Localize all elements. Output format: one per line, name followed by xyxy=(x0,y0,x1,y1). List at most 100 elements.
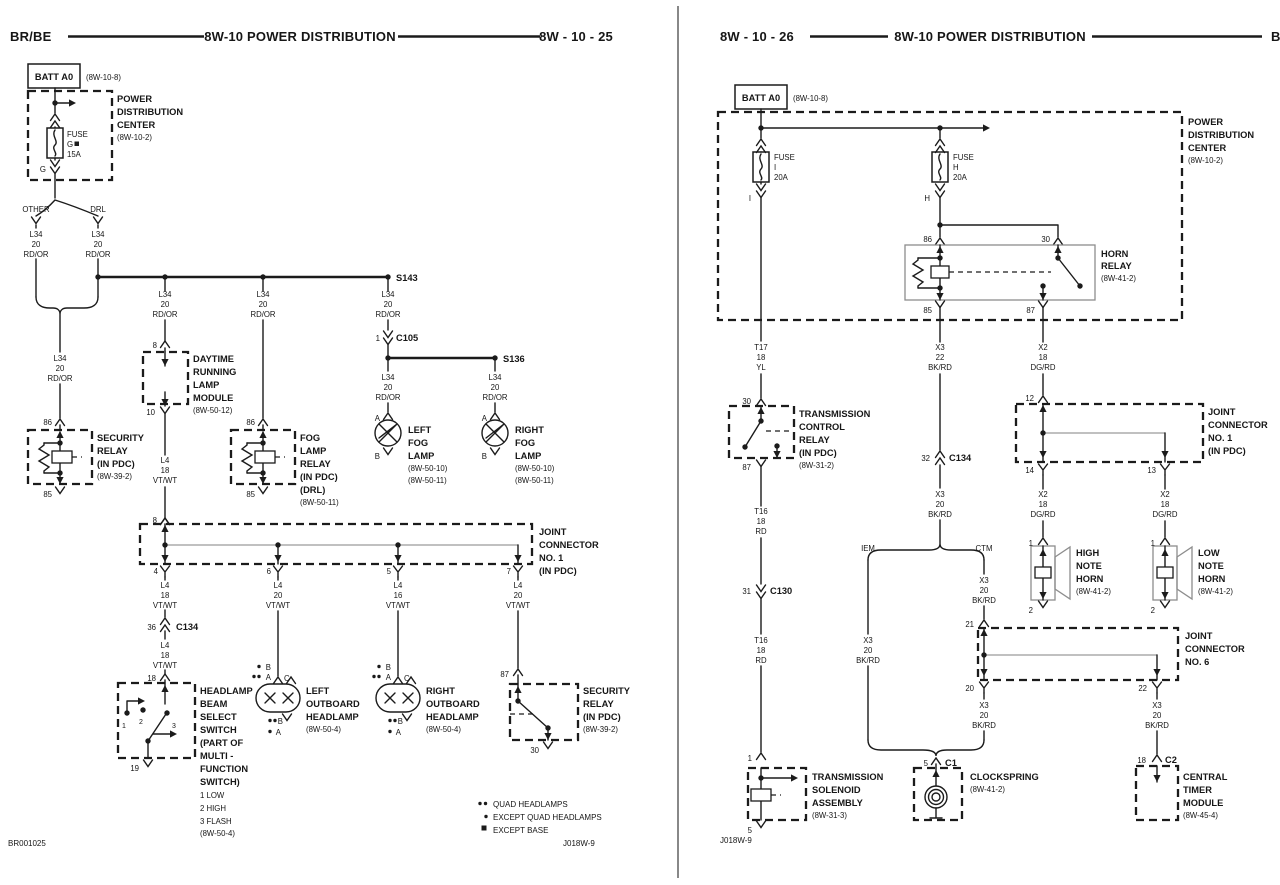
label-comp: (PART OF xyxy=(200,738,244,748)
label-comp: NO. 1 xyxy=(1208,433,1232,443)
contact-dot xyxy=(140,707,146,713)
label-pin: A xyxy=(276,728,282,737)
label-comp: OUTBOARD xyxy=(426,699,480,709)
label-ref: (8W-50-4) xyxy=(426,725,461,734)
label-wire: L34 xyxy=(381,290,395,299)
label-pin: 19 xyxy=(130,764,139,773)
label-tiny: 2 xyxy=(139,719,143,726)
label-wire: 20 xyxy=(384,300,393,309)
label-pin: H xyxy=(924,194,930,203)
label-ref: (8W-41-2) xyxy=(1101,274,1136,283)
label-ref: (8W-50-10) xyxy=(515,464,555,473)
variant-dot xyxy=(268,718,272,723)
label-ref: (8W-41-2) xyxy=(1198,587,1233,596)
label-pin: G xyxy=(40,165,46,174)
variant-dot xyxy=(273,718,277,723)
connector-c1: C1 xyxy=(945,758,957,768)
junction-dot xyxy=(758,125,764,131)
horn-arrow xyxy=(1039,592,1047,599)
label-ref: (8W-41-2) xyxy=(1076,587,1111,596)
label-wire: L4 xyxy=(161,641,170,650)
pin-symbol xyxy=(392,565,404,578)
batt-a0-label-right: BATT A0 xyxy=(742,93,780,103)
connector-chevron xyxy=(755,183,767,192)
relay-arrow xyxy=(1039,293,1047,300)
half-pin xyxy=(755,398,767,407)
jc-arrow xyxy=(1039,405,1047,412)
label-wire: 18 xyxy=(161,651,170,660)
label-pin: 14 xyxy=(1025,466,1034,475)
half-pin xyxy=(755,459,767,468)
switch-arrow xyxy=(138,697,145,705)
label-comp: OUTBOARD xyxy=(306,699,360,709)
contact-dot xyxy=(758,418,764,424)
variant-dot xyxy=(268,729,272,734)
relay-arrow xyxy=(514,686,522,693)
contact-dot xyxy=(515,698,521,704)
label-pin: 86 xyxy=(43,418,52,427)
label-ref: (8W-31-2) xyxy=(799,461,834,470)
half-pin xyxy=(489,447,501,456)
label-pin: B xyxy=(375,452,380,461)
connector-chevron xyxy=(755,584,767,593)
pdc-box-left xyxy=(26,89,114,182)
half-pin xyxy=(1159,537,1171,546)
label-wire: L34 xyxy=(256,290,270,299)
pin-symbol xyxy=(512,565,524,578)
label-wire: VT/WT xyxy=(153,661,177,670)
label-pin: A xyxy=(386,673,392,682)
legend-quad: QUAD HEADLAMPS xyxy=(493,800,568,809)
label-wire: 18 xyxy=(161,466,170,475)
label-pin: 5 xyxy=(924,759,929,768)
label-wire: X3 xyxy=(935,343,945,352)
half-pin xyxy=(755,752,767,761)
label-wire: 16 xyxy=(394,591,403,600)
label-comp: NO. 1 xyxy=(539,553,563,563)
contact-dot xyxy=(545,725,551,731)
label-wire: 20 xyxy=(514,591,523,600)
label-wire: L4 xyxy=(514,581,523,590)
label-comp: LAMP xyxy=(300,446,326,456)
batt-a0-box xyxy=(27,63,81,89)
fuse-element xyxy=(53,129,57,157)
label-pin: 5 xyxy=(748,826,753,835)
label-comp: LAMP xyxy=(515,451,541,461)
label-wire: 20 xyxy=(491,383,500,392)
label-comp: RIGHT xyxy=(515,425,544,435)
pdc-box-right xyxy=(716,110,1184,322)
batt-a0-label: BATT A0 xyxy=(35,72,73,82)
relay-arrow xyxy=(1054,246,1062,253)
branch-mark xyxy=(30,216,42,225)
label-pin: 8 xyxy=(153,516,157,525)
label-ref: (8W-10-2) xyxy=(1188,156,1223,165)
label-wire: VT/WT xyxy=(506,601,530,610)
module-arrow xyxy=(161,359,169,366)
label-pin: 21 xyxy=(965,620,974,629)
label-comp: MODULE xyxy=(1183,798,1223,808)
label-wire: BK/RD xyxy=(972,596,996,605)
variant-dot xyxy=(377,674,381,679)
connector-c130: C130 xyxy=(770,586,792,596)
label-comp: DISTRIBUTION xyxy=(117,107,183,117)
label-ref: (8W-50-10) xyxy=(408,464,448,473)
label-wire: 20 xyxy=(384,383,393,392)
pin-symbol xyxy=(1151,681,1163,694)
label-comp: JOINT xyxy=(1185,631,1213,641)
label-ref: (8W-45-4) xyxy=(1183,811,1218,820)
label-ref: C xyxy=(404,674,410,683)
fuse-element xyxy=(938,153,942,181)
label-ref: FUSE xyxy=(67,130,88,139)
label-comp: LOW xyxy=(1198,548,1220,558)
header-pageno-right: 8W - 10 - 26 xyxy=(720,29,794,44)
label-pin: B xyxy=(386,663,391,672)
label-comp: SELECT xyxy=(200,712,237,722)
branch-fork xyxy=(35,199,99,217)
contact-dot xyxy=(1040,283,1046,289)
label-pin: 30 xyxy=(1041,235,1050,244)
clockspring-box xyxy=(912,766,964,822)
relay-arrow xyxy=(757,407,765,414)
legend-square xyxy=(481,825,487,831)
label-comp: SECURITY xyxy=(583,686,631,696)
joint-connector-1-right-box xyxy=(1014,402,1205,464)
label-comp: HEADLAMP xyxy=(200,686,253,696)
